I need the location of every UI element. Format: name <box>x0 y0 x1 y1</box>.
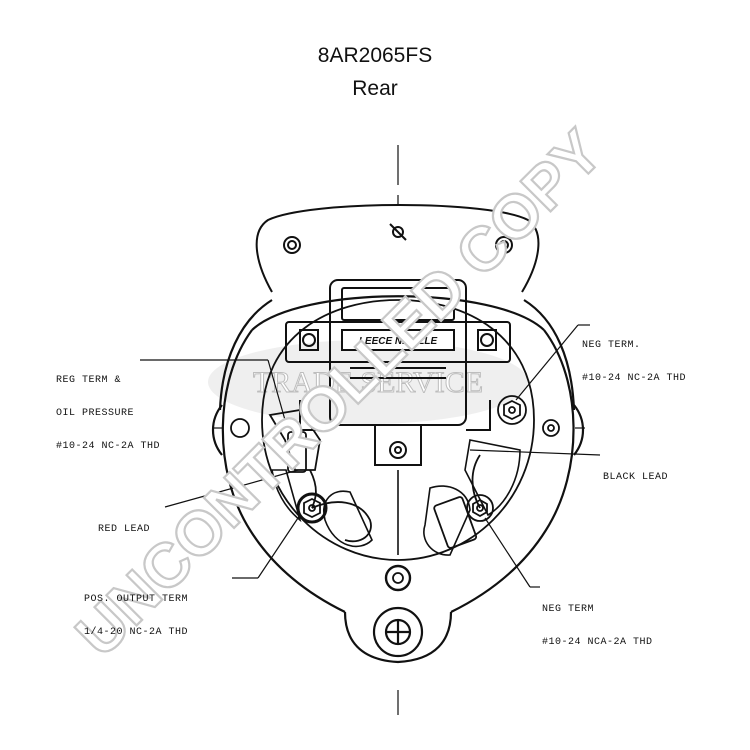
stamp-text: TRADE SERVICE <box>253 366 483 399</box>
cooling-slots <box>271 439 521 556</box>
view-label: Rear <box>352 77 398 100</box>
callout-red-lead: RED LEAD <box>98 524 151 535</box>
callout-black-lead: BLACK LEAD <box>603 472 669 483</box>
alternator-housing <box>211 295 585 664</box>
callout-pos-term: POS. OUTPUT TERM 1/4-20 NC-2A THD <box>84 594 189 638</box>
mounting-ear <box>255 204 540 293</box>
reg-terminal <box>230 418 250 438</box>
neg-terminal-bottom <box>466 494 494 522</box>
neg-terminal-top <box>497 395 527 425</box>
regulator-brand-label: LEECE NEVILLE <box>359 336 438 347</box>
center-lines <box>212 145 585 715</box>
inner-ring <box>261 299 535 561</box>
leader-lines <box>140 324 601 588</box>
callout-reg-term: REG TERM & OIL PRESSURE #10-24 NC-2A THD <box>56 375 161 452</box>
terminals <box>230 395 560 592</box>
part-number-title: 8AR2065FS <box>317 44 433 67</box>
callout-neg-term-top: NEG TERM. #10-24 NC-2A THD <box>582 340 687 384</box>
pos-output-terminal <box>296 492 328 524</box>
callout-neg-term-bottom: NEG TERM #10-24 NCA-2A THD <box>542 604 653 648</box>
voltage-regulator <box>285 279 511 466</box>
